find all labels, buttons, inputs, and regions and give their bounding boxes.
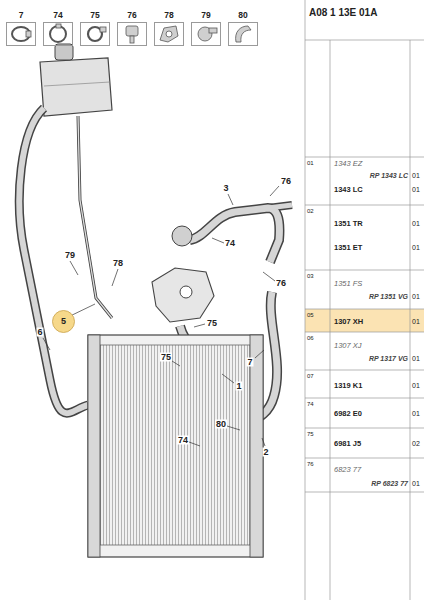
callout-number: 76 (280, 177, 292, 186)
quantity-cell: 01 (412, 220, 420, 227)
callout-number: 76 (275, 279, 287, 288)
quantity-cell: 01 (412, 318, 420, 325)
callout-number: 6 (36, 328, 43, 337)
part-number-cell: RP 6823 77 (371, 480, 408, 487)
part-number-cell: 1307 XH (334, 318, 363, 326)
callout-number: 76 (127, 11, 136, 20)
part-number-cell: 1351 FS (334, 280, 362, 288)
part-icon-box: 80 (228, 22, 258, 46)
part-number-cell: RP 1317 VG (369, 355, 408, 362)
quantity-cell: 01 (412, 186, 420, 193)
item-number: 74 (307, 401, 314, 407)
quantity-cell: 01 (412, 480, 420, 487)
item-number: 05 (307, 312, 314, 318)
diagram-reference: A08 1 13E 01A (309, 8, 377, 18)
item-number: 76 (307, 461, 314, 467)
item-number: 02 (307, 208, 314, 214)
part-icon-box: 78 (154, 22, 184, 46)
part-icon-box: 7 (6, 22, 36, 46)
quantity-cell: 01 (412, 410, 420, 417)
part-number-cell: 1351 ET (334, 244, 362, 252)
quantity-cell: 01 (412, 355, 420, 362)
callout-number: 75 (90, 11, 99, 20)
callout-number: 74 (177, 436, 189, 445)
quantity-cell: 02 (412, 440, 420, 447)
part-number-cell: 1343 LC (334, 186, 363, 194)
part-number-cell: 1307 XJ (334, 342, 362, 350)
part-number-cell: 1343 EZ (334, 160, 362, 168)
callout-number: 74 (53, 11, 62, 20)
callout-number: 78 (112, 259, 124, 268)
callout-number: 2 (262, 448, 269, 457)
part-icon-box: 76 (117, 22, 147, 46)
callout-number: 80 (238, 11, 247, 20)
quantity-cell: 01 (412, 293, 420, 300)
part-number-cell: RP 1343 LC (370, 172, 408, 179)
part-icon-box: 75 (80, 22, 110, 46)
item-number: 01 (307, 160, 314, 166)
callout-number: 80 (215, 420, 227, 429)
callout-number: 75 (160, 353, 172, 362)
callout-number: 74 (224, 239, 236, 248)
callout-number: 1 (235, 382, 242, 391)
callout-number: 3 (222, 184, 229, 193)
item-number: 75 (307, 431, 314, 437)
part-number-cell: RP 1351 VG (369, 293, 408, 300)
callout-number: 5 (52, 310, 75, 333)
part-number-cell: 6823 77 (334, 466, 361, 474)
item-number: 06 (307, 335, 314, 341)
callout-number: 7 (246, 358, 253, 367)
quantity-cell: 01 (412, 172, 420, 179)
part-number-cell: 1351 TR (334, 220, 363, 228)
part-number-cell: 6981 J5 (334, 440, 361, 448)
part-icon-box: 74 (43, 22, 73, 46)
callout-number: 79 (201, 11, 210, 20)
quantity-cell: 01 (412, 382, 420, 389)
highlight-callout: 5 (52, 310, 75, 333)
item-number: 07 (307, 373, 314, 379)
callout-number: 79 (64, 251, 76, 260)
part-number-cell: 6982 E0 (334, 410, 362, 418)
callout-number: 75 (206, 319, 218, 328)
item-number: 03 (307, 273, 314, 279)
quantity-cell: 01 (412, 244, 420, 251)
part-number-cell: 1319 K1 (334, 382, 362, 390)
callout-number: 78 (164, 11, 173, 20)
part-icon-box: 79 (191, 22, 221, 46)
callout-number: 7 (19, 11, 24, 20)
